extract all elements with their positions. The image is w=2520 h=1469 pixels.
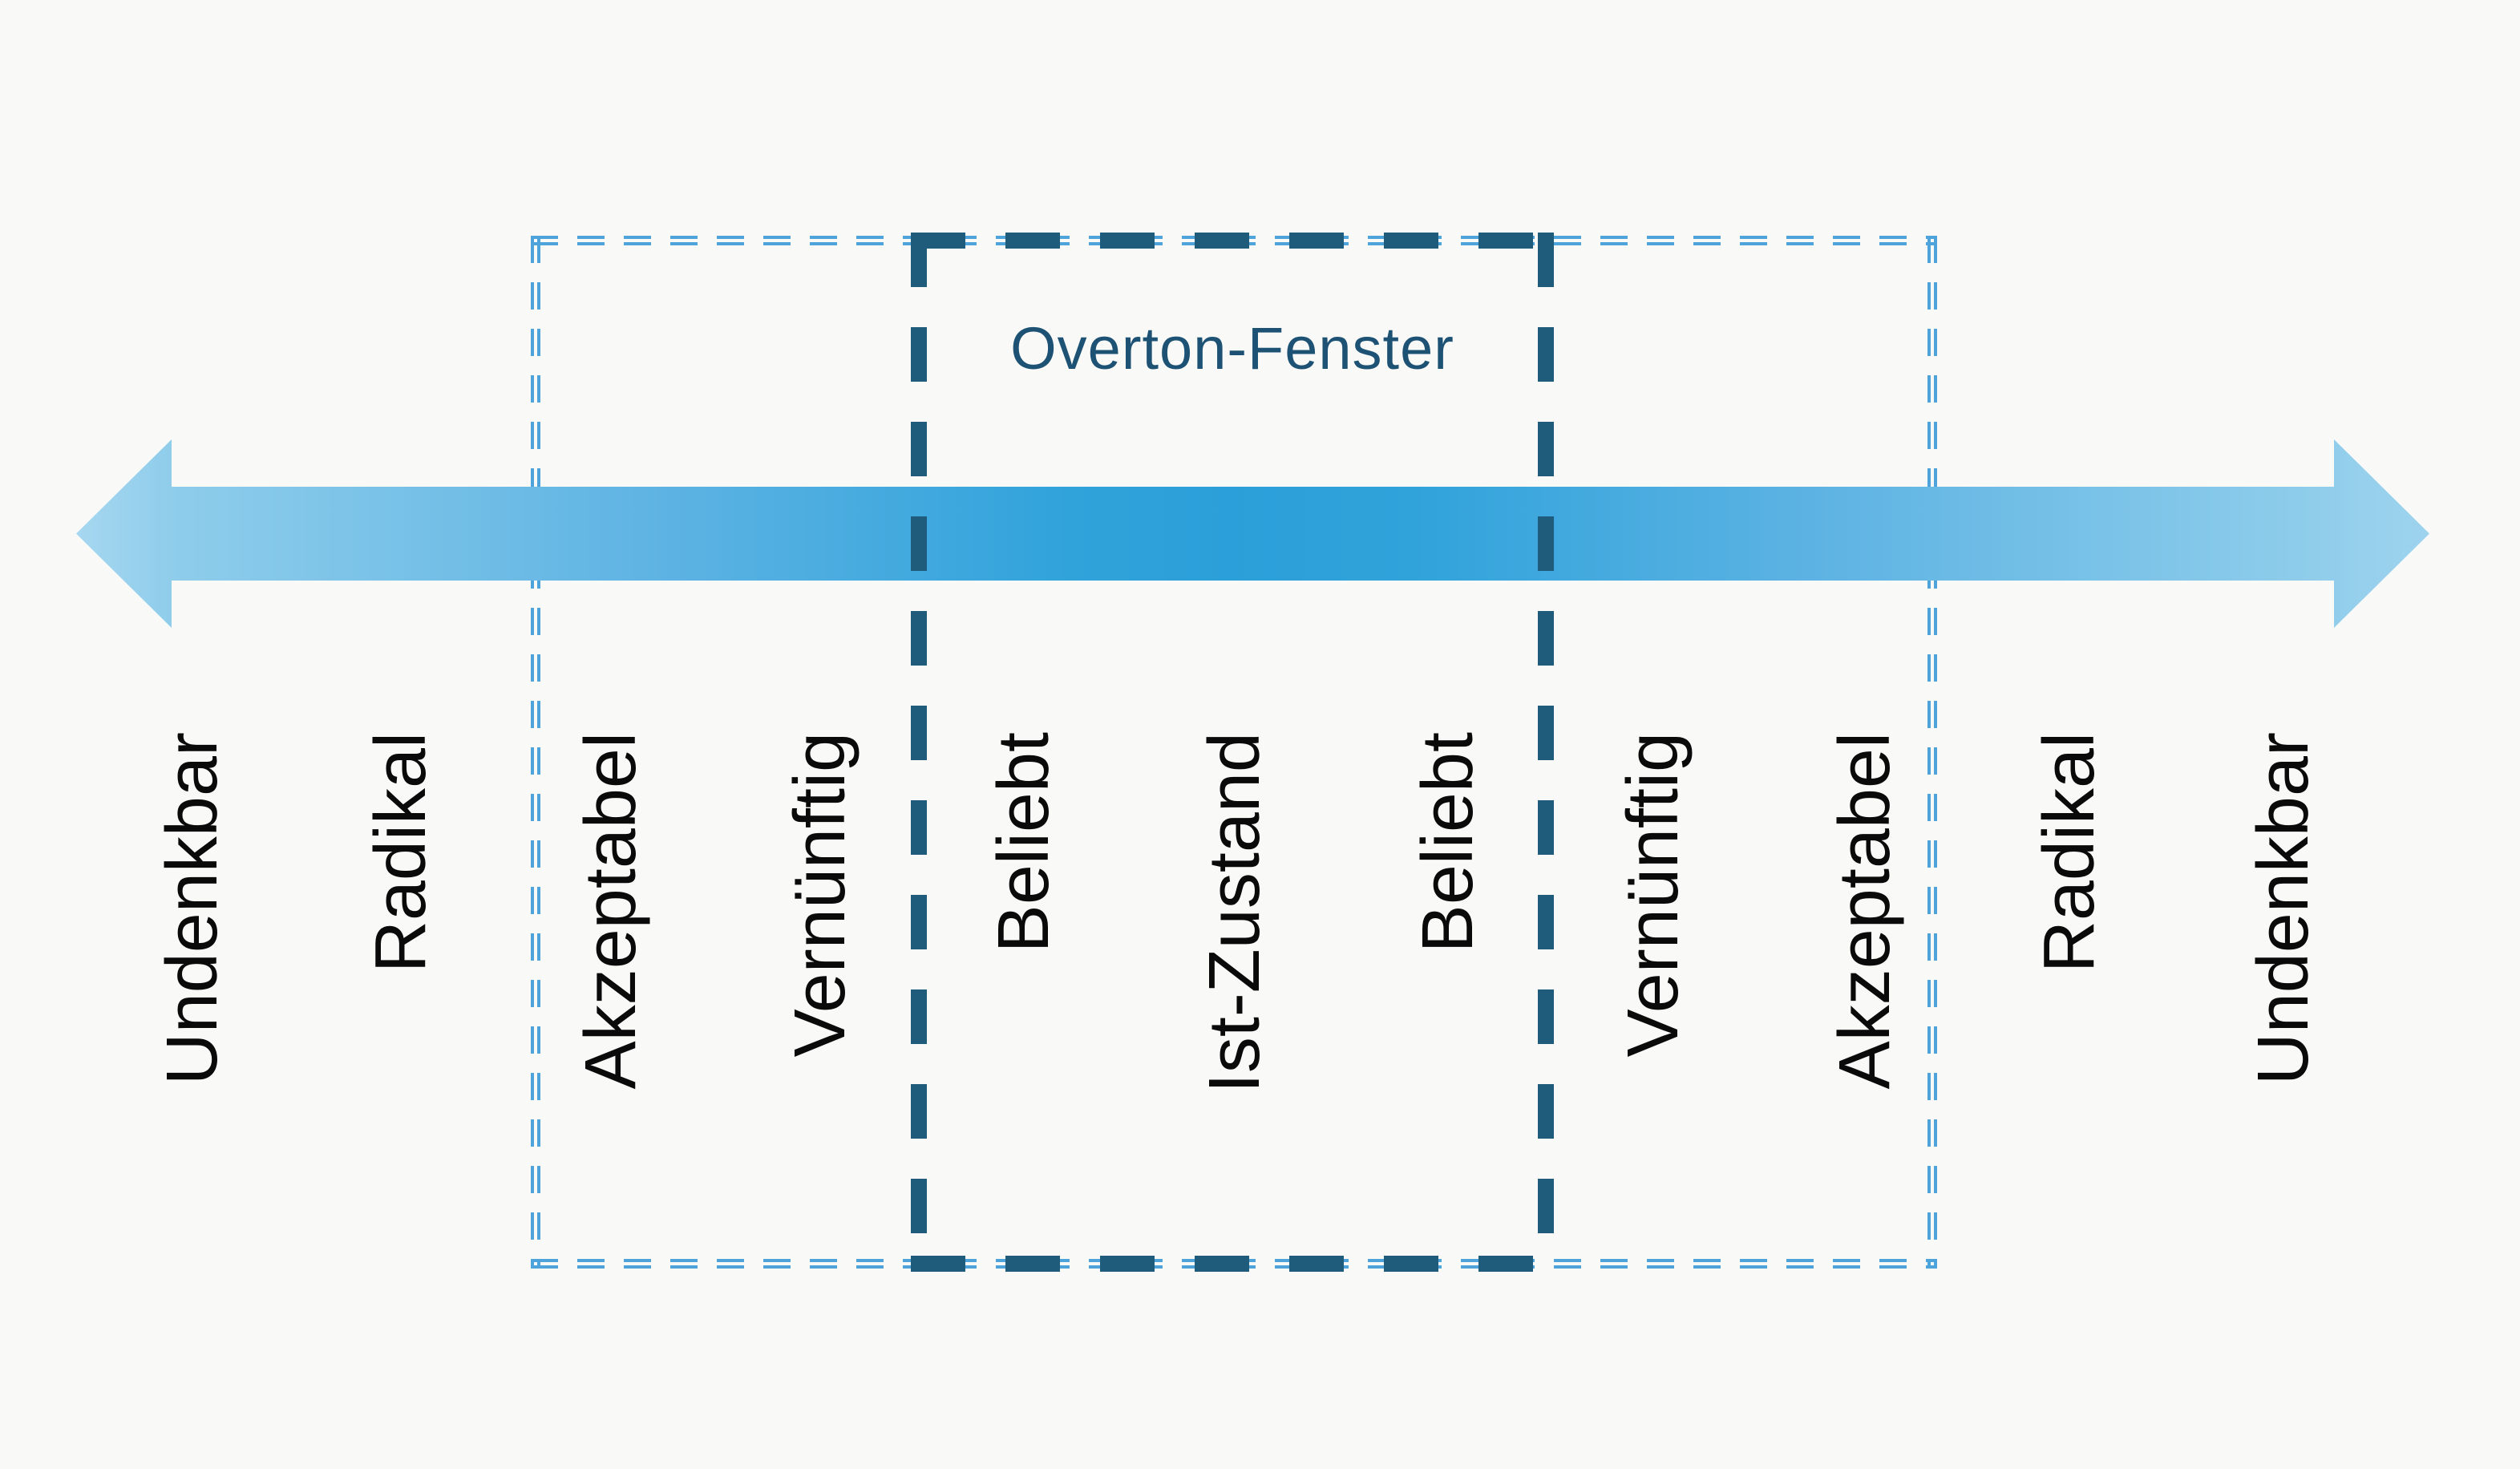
overton-box-top-edge <box>911 233 1554 249</box>
axis-label: Vernünftig <box>1613 732 1693 1058</box>
axis-label: Radikal <box>361 732 441 973</box>
axis-label: Undenkbar <box>2243 732 2324 1086</box>
overton-box-left-edge <box>911 233 927 1272</box>
axis-label: Ist-Zustand <box>1195 732 1275 1094</box>
overton-window-box <box>911 233 1554 1272</box>
diagram-title: Overton-Fenster <box>1010 315 1454 382</box>
axis-label: Akzeptabel <box>571 732 651 1090</box>
axis-label: Vernünftig <box>780 732 860 1058</box>
axis-label: Radikal <box>2029 732 2109 973</box>
axis-label: Undenkbar <box>152 732 233 1086</box>
overton-box-bottom-edge <box>911 1256 1554 1272</box>
axis-label: Akzeptabel <box>1825 732 1905 1090</box>
outer-dashed-box-right-edge <box>1927 236 1937 1269</box>
axis-label: Beliebt <box>1408 732 1488 953</box>
axis-label: Beliebt <box>984 732 1064 953</box>
outer-dashed-box-left-edge <box>531 236 540 1269</box>
overton-box-right-edge <box>1538 233 1554 1272</box>
